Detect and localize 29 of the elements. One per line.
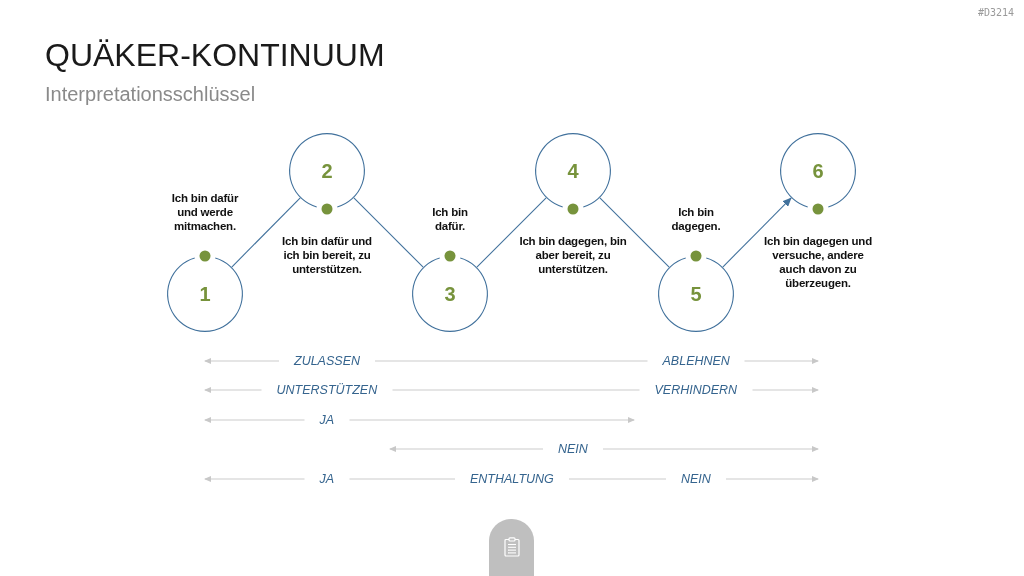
- slide-subtitle: Interpretationsschlüssel: [45, 82, 256, 107]
- node-caption: Ich bin dafür.: [431, 205, 469, 233]
- scale-label: JA: [319, 471, 335, 488]
- node-number: 6: [811, 159, 825, 183]
- scale-label: ENTHALTUNG: [470, 471, 554, 488]
- scale-label: UNTERSTÜTZEN: [276, 382, 378, 399]
- connector-line: [599, 197, 670, 268]
- node-number: 1: [198, 282, 212, 306]
- scale-label: NEIN: [558, 441, 588, 458]
- node-caption: Ich bin dafür und werde mitmachen.: [170, 191, 240, 233]
- node-caption: Ich bin dafür und ich bin bereit, zu unterstützen.: [281, 234, 373, 276]
- scale-label: ZULASSEN: [294, 353, 360, 370]
- scale-label: VERHINDERN: [654, 382, 738, 399]
- scale-label: NEIN: [681, 471, 711, 488]
- node-caption: Ich bin dagegen.: [670, 205, 722, 233]
- node-number: 4: [566, 159, 580, 183]
- slide-code: #D3214: [977, 7, 1014, 18]
- arrow: [722, 197, 792, 268]
- connector-line: [476, 197, 547, 268]
- node-number: 5: [689, 282, 703, 306]
- node-number: 3: [443, 282, 457, 306]
- node-caption: Ich bin dagegen und versuche, andere auch davon zu überzeugen.: [763, 234, 873, 290]
- node-caption: Ich bin dagegen, bin aber bereit, zu unterstützen.: [518, 234, 628, 276]
- slide-title: QUÄKER-KONTINUUM: [45, 36, 385, 75]
- connector-line: [231, 197, 301, 268]
- connector-line: [353, 197, 424, 268]
- scale-label: JA: [319, 412, 335, 429]
- node-number: 2: [320, 159, 334, 183]
- scale-label: ABLEHNEN: [662, 353, 730, 370]
